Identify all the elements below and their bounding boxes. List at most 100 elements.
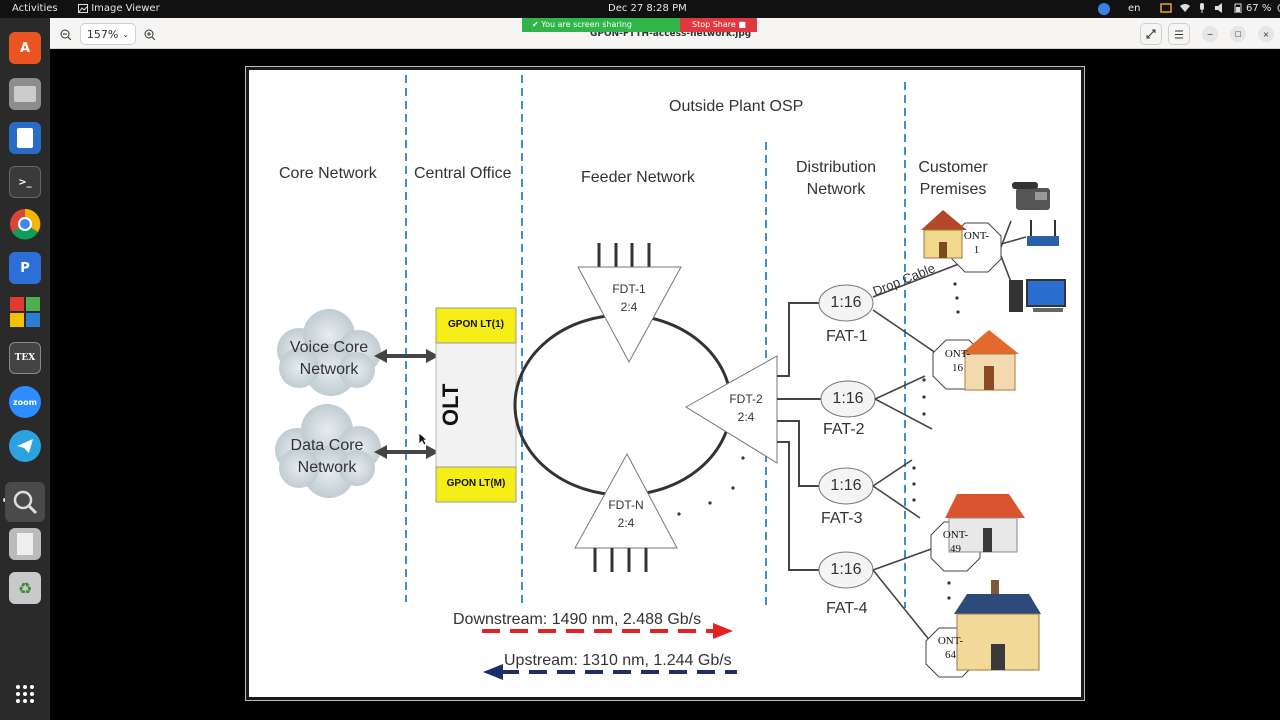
house-icon [954, 580, 1041, 671]
text-editor-icon[interactable] [9, 122, 41, 154]
image-viewer-dock-icon[interactable] [5, 482, 45, 522]
ont-49-number: 49 [950, 543, 961, 555]
top-bar: Activities Image Viewer Dec 27 8:28 PM e… [0, 0, 1280, 18]
close-button[interactable]: × [1258, 26, 1274, 42]
distribution-network-label-1: Distribution [795, 159, 877, 176]
app-grid-icon[interactable] [9, 678, 41, 710]
router-icon [1027, 220, 1059, 246]
central-office-label: Central Office [414, 165, 512, 182]
language-indicator[interactable]: en [1128, 3, 1141, 14]
ont-16-number: 16 [952, 362, 963, 374]
data-core-label-1: Data Core [290, 437, 364, 454]
continuation-dots [677, 282, 960, 600]
fat-2-label: FAT-2 [823, 421, 865, 438]
system-tray[interactable]: 67 % [1160, 3, 1280, 14]
core-network-label: Core Network [279, 165, 377, 182]
document-icon[interactable] [9, 528, 41, 560]
maximize-icon: □ [1234, 30, 1242, 38]
chrome-icon[interactable] [9, 208, 41, 240]
olt-label: OLT [438, 383, 463, 426]
close-icon: × [1262, 29, 1270, 39]
activities-button[interactable]: Activities [12, 3, 58, 14]
fullscreen-button[interactable] [1140, 23, 1162, 45]
files-icon[interactable] [9, 78, 41, 110]
gpon-lt1-box [435, 307, 517, 344]
voice-core-label-2: Network [299, 361, 359, 378]
file-name: GPON-FTTH-access-network.jpg [590, 29, 752, 39]
zoom-in-button[interactable] [140, 23, 158, 45]
telegram-icon[interactable] [9, 430, 41, 462]
upstream-label: Upstream: 1310 nm, 1.244 Gb/s [504, 652, 732, 669]
data-core-cloud [275, 404, 381, 498]
app-name: Image Viewer [91, 3, 160, 14]
share-status-text: You are screen sharing [541, 20, 632, 29]
zoom-icon[interactable]: zoom [9, 386, 41, 418]
voice-core-label-1: Voice Core [289, 339, 369, 356]
downstream-label: Downstream: 1490 nm, 2.488 Gb/s [453, 611, 702, 628]
pycharm-icon[interactable]: P [9, 252, 41, 284]
region-separators [405, 75, 906, 608]
distribution-fibers [777, 302, 821, 571]
gpon-ltm-box [435, 466, 517, 503]
telephone-icon [1012, 182, 1050, 210]
image-viewer-window: 157% ⌄ GPON-FTTH-access-network.jpg − □ … [50, 18, 1280, 720]
minimize-button[interactable]: − [1202, 26, 1218, 42]
screencast-icon [1160, 3, 1172, 13]
share-status: ✔ You are screen sharing [522, 18, 680, 32]
minimize-icon: − [1206, 29, 1214, 39]
fullscreen-icon [1146, 29, 1156, 39]
terminal-icon[interactable]: >_ [9, 166, 41, 198]
fat-3-ratio: 1:16 [830, 477, 862, 494]
menu-button[interactable] [1168, 23, 1190, 45]
pin-icon: ✔ [532, 20, 539, 29]
fdt-n-label: FDT-N [608, 498, 644, 512]
notification-icon[interactable] [1098, 3, 1110, 15]
office-icon[interactable] [9, 296, 41, 328]
downstream-arrowhead [713, 623, 733, 639]
fdt-1-splitter [577, 243, 682, 364]
fdt-1-ratio: 2:4 [620, 300, 638, 314]
gpon-ltm-label: GPON LT(M) [446, 478, 506, 489]
zoom-in-icon [144, 29, 155, 40]
hamburger-icon [1175, 30, 1183, 38]
battery-percent: 67 % [1245, 3, 1272, 14]
power-icon [1277, 3, 1280, 13]
fdt-2-label: FDT-2 [729, 392, 763, 406]
texmaker-icon[interactable]: TEX [9, 342, 41, 374]
zoom-level-dropdown[interactable]: 157% ⌄ [80, 23, 136, 45]
app-menu[interactable]: Image Viewer [78, 3, 160, 14]
fat-1-label: FAT-1 [826, 328, 868, 345]
image-viewer-icon [78, 3, 88, 13]
fdt-n-ratio: 2:4 [617, 516, 635, 530]
gpon-lt1-label: GPON LT(1) [448, 319, 504, 330]
ont-64-number: 64 [945, 649, 956, 661]
fat-1-ratio: 1:16 [830, 294, 862, 311]
clock[interactable]: Dec 27 8:28 PM [608, 3, 687, 14]
fat-1-splitter [818, 284, 874, 322]
house-icon [945, 494, 1025, 553]
distribution-network-label-2: Network [806, 181, 866, 198]
ont-49-label: ONT- [942, 529, 969, 541]
zoom-out-button[interactable] [56, 23, 74, 45]
stop-share-button[interactable]: Stop Share ■ [680, 18, 757, 32]
zoom-level: 157% [86, 27, 119, 41]
fdt-2-ratio: 2:4 [737, 410, 755, 424]
software-center-icon[interactable]: A [9, 32, 41, 64]
fat-4-label: FAT-4 [826, 600, 868, 617]
ont-16-label: ONT- [944, 348, 971, 360]
data-core-label-2: Network [297, 459, 357, 476]
gpon-diagram [275, 75, 1066, 680]
outside-plant-label: Outside Plant OSP [669, 98, 804, 115]
battery-icon [1234, 3, 1242, 14]
upstream-arrowhead [483, 664, 503, 680]
stop-share-label: Stop Share [692, 20, 736, 29]
fdt-2-splitter [685, 355, 778, 464]
ont-1-label: ONT- [963, 230, 990, 242]
volume-icon [1214, 3, 1222, 13]
maximize-button[interactable]: □ [1230, 26, 1246, 42]
chevron-down-icon: ⌄ [122, 29, 130, 39]
fdt-1-label: FDT-1 [612, 282, 646, 296]
trash-icon[interactable]: ♻ [9, 572, 41, 604]
ont-64-label: ONT- [937, 635, 964, 647]
customer-premises-label-1: Customer [918, 159, 988, 176]
